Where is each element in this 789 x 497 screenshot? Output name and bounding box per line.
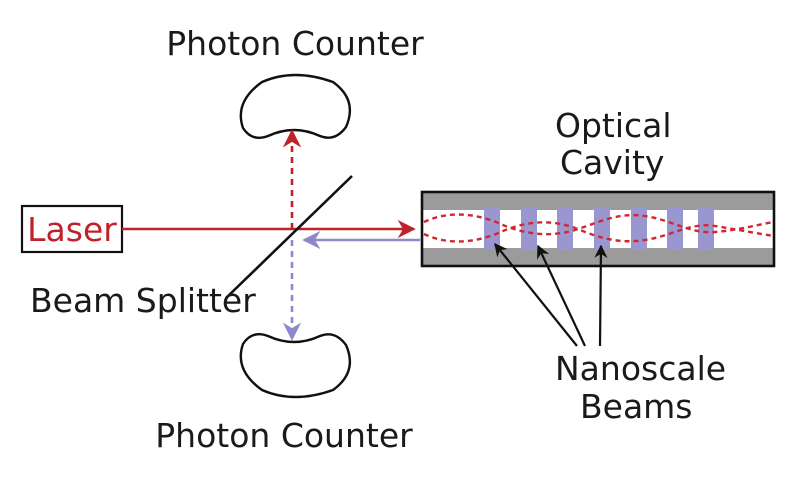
pointer-arrow-beam-2 <box>537 244 586 347</box>
cavity-wall-bottom <box>422 248 774 266</box>
photon-counter-bottom-label: Photon Counter <box>155 416 413 455</box>
nanoscale-beams-label-line2: Beams <box>580 387 693 426</box>
nanoscale-beams-label-line1: Nanoscale <box>555 349 726 388</box>
nanobeam <box>698 208 714 250</box>
optical-cavity-label-line2: Cavity <box>560 143 664 182</box>
beam-splitter-label: Beam Splitter <box>30 281 256 320</box>
nanobeam <box>521 208 537 250</box>
nanobeam <box>667 208 683 250</box>
nanobeam <box>484 208 500 250</box>
photon-counter-top-shape <box>239 73 351 139</box>
beam-splitter <box>225 175 353 299</box>
laser-box <box>20 204 124 254</box>
cavity-outline <box>420 190 776 268</box>
nanobeam <box>594 208 610 250</box>
nanobeam <box>557 208 573 250</box>
pointer-arrow-beam-3 <box>594 244 608 347</box>
optical-cavity <box>420 190 776 268</box>
pointer-arrow-beam-1 <box>494 242 578 347</box>
cavity-mode-wave-1 <box>423 213 775 236</box>
optical-cavity-label-line1: Optical <box>555 106 672 145</box>
nanobeam <box>631 208 647 250</box>
cavity-mode-wave-2 <box>423 221 775 243</box>
photon-counter-bottom-shape <box>239 333 351 399</box>
laser-label: Laser <box>27 210 117 249</box>
photon-counter-top-label: Photon Counter <box>166 24 424 63</box>
cavity-wall-top <box>422 192 774 210</box>
